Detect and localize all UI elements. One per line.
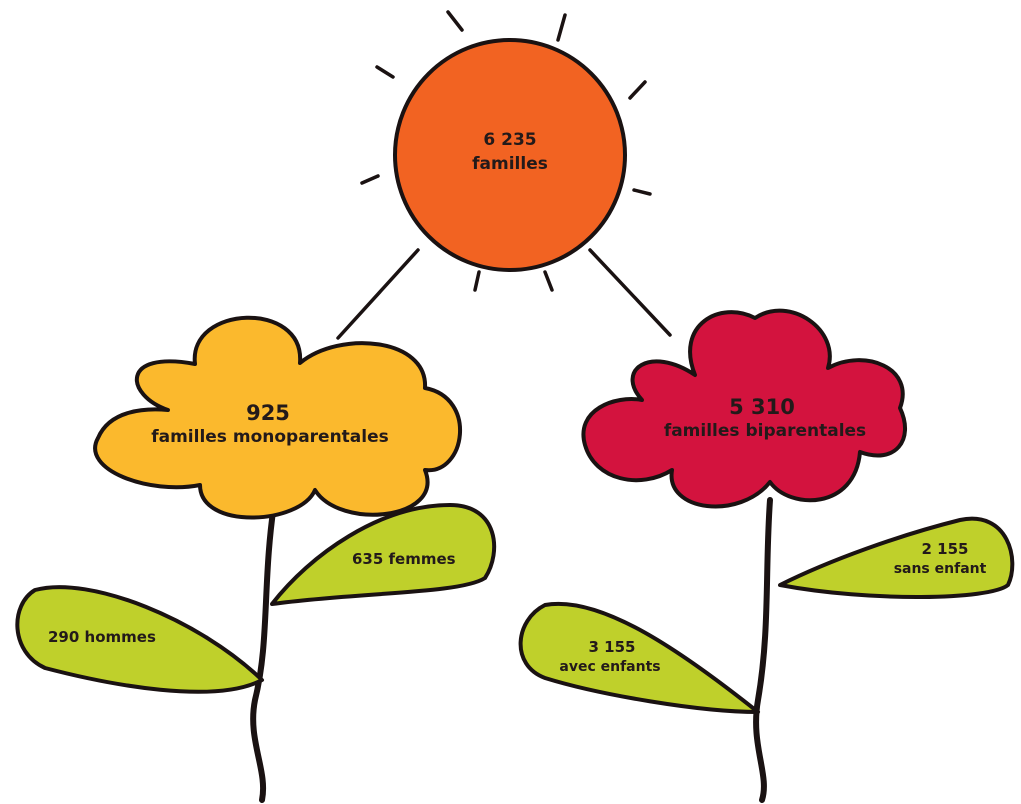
- left-flower-head: [93, 315, 462, 520]
- sun: 6 235 familles: [360, 10, 652, 292]
- left-flower: 635 femmes 290 hommes 925 familles monop…: [15, 315, 497, 803]
- sun-rays: [360, 10, 652, 292]
- connector-right: [588, 248, 672, 337]
- left-leaf-lower: [15, 585, 264, 694]
- sun-value: 6 235: [483, 130, 536, 150]
- right-flower-label: familles biparentales: [664, 421, 866, 441]
- right-flower-head: [581, 308, 907, 509]
- left-leaf-upper: [270, 503, 497, 606]
- sun-ray: [375, 65, 395, 79]
- left-flower-label: familles monoparentales: [151, 427, 389, 447]
- right-leaf-lower-value: 3 155: [589, 638, 636, 656]
- right-flower: 2 155 sans enfant 3 155 avec enfants 5 3…: [518, 308, 1015, 803]
- connector-lines: [336, 248, 672, 340]
- right-leaf-upper: [778, 516, 1015, 599]
- right-flower-value: 5 310: [729, 395, 795, 419]
- sun-ray: [473, 270, 481, 292]
- sun-ray: [360, 174, 380, 185]
- sun-label: familles: [472, 154, 548, 174]
- right-leaf-upper-value: 2 155: [922, 540, 969, 558]
- connector-left: [336, 248, 420, 340]
- left-flower-value: 925: [246, 401, 290, 425]
- sun-disc: [393, 38, 627, 272]
- sun-ray: [543, 270, 554, 292]
- left-stem: [250, 495, 278, 803]
- right-leaf-lower: [518, 601, 760, 714]
- right-stem: [753, 497, 773, 803]
- sun-ray: [628, 80, 647, 100]
- left-leaf-lower-label: 290 hommes: [48, 628, 156, 646]
- sun-ray: [446, 10, 464, 32]
- right-leaf-upper-label: sans enfant: [894, 561, 987, 577]
- sun-ray: [632, 188, 652, 196]
- left-leaf-upper-label: 635 femmes: [352, 550, 456, 568]
- right-leaf-lower-label: avec enfants: [559, 659, 660, 675]
- sun-ray: [556, 13, 567, 42]
